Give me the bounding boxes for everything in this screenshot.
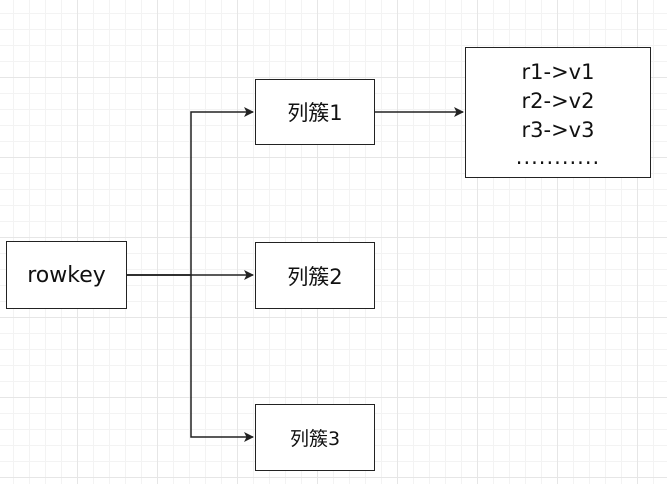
rowkey-label: rowkey — [27, 262, 106, 288]
cell-values-node[interactable]: r1->v1 r2->v2 r3->v3 ........... — [465, 47, 651, 178]
cell-value-line-2: r2->v2 — [521, 89, 595, 113]
column-family-1-label: 列簇1 — [287, 101, 343, 125]
column-family-2-label: 列簇2 — [287, 264, 343, 289]
cell-value-line-3: r3->v3 — [521, 118, 595, 142]
column-family-1-node[interactable]: 列簇1 — [255, 79, 375, 145]
cell-value-ellipsis: ........... — [515, 145, 601, 169]
edge-rowkey-to-family-1 — [127, 107, 254, 276]
rowkey-node[interactable]: rowkey — [6, 241, 127, 309]
column-family-2-node[interactable]: 列簇2 — [255, 242, 375, 309]
cell-value-line-1: r1->v1 — [521, 60, 595, 84]
edge-rowkey-to-family-3 — [127, 274, 254, 442]
column-family-3-node[interactable]: 列簇3 — [255, 404, 375, 471]
column-family-3-label: 列簇3 — [289, 428, 341, 450]
